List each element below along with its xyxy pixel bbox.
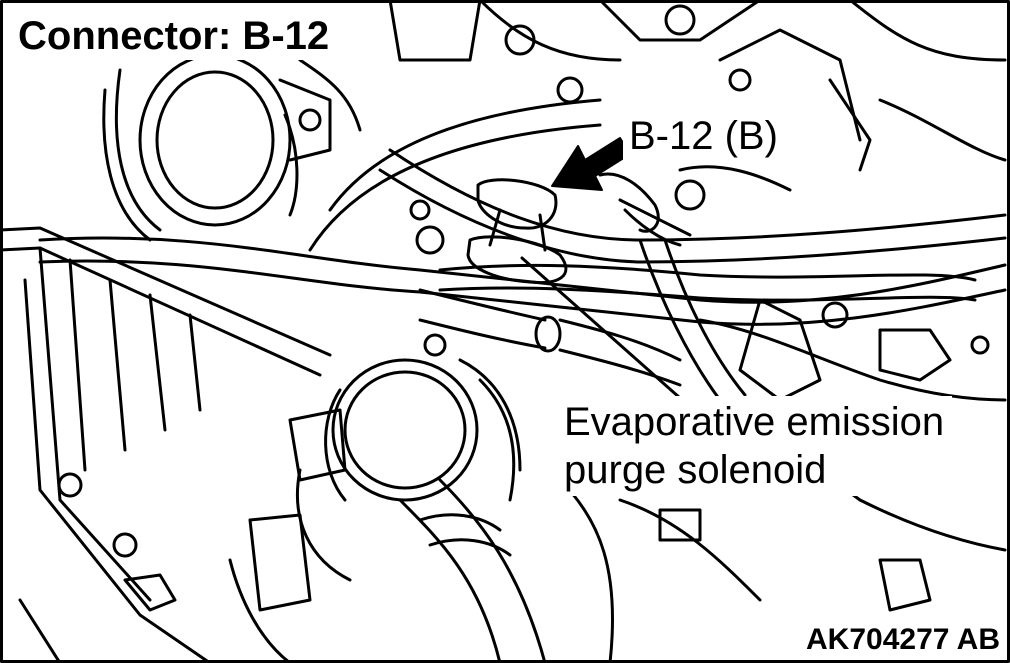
component-callout-label: Evaporative emission purge solenoid xyxy=(556,396,953,496)
component-callout-line2: purge solenoid xyxy=(564,448,827,492)
upper-machinery xyxy=(278,0,1007,211)
radiator-cap-drawing xyxy=(288,358,479,582)
connector-arrow xyxy=(551,137,631,191)
hoses xyxy=(38,98,1007,402)
diagram-title: Connector: B-12 xyxy=(14,12,334,60)
solenoid-leader-line xyxy=(520,256,682,400)
purge-solenoid-drawing xyxy=(409,172,692,285)
radiator-frame xyxy=(0,226,332,663)
figure-code: AK704277 AB xyxy=(806,623,1000,656)
intake-duct xyxy=(102,53,299,242)
lower-hose xyxy=(228,478,614,663)
connector-callout-label: B-12 (B) xyxy=(623,112,784,160)
component-callout-line1: Evaporative emission xyxy=(564,400,945,444)
lower-pipes xyxy=(418,288,682,502)
right-machinery xyxy=(618,298,1007,612)
